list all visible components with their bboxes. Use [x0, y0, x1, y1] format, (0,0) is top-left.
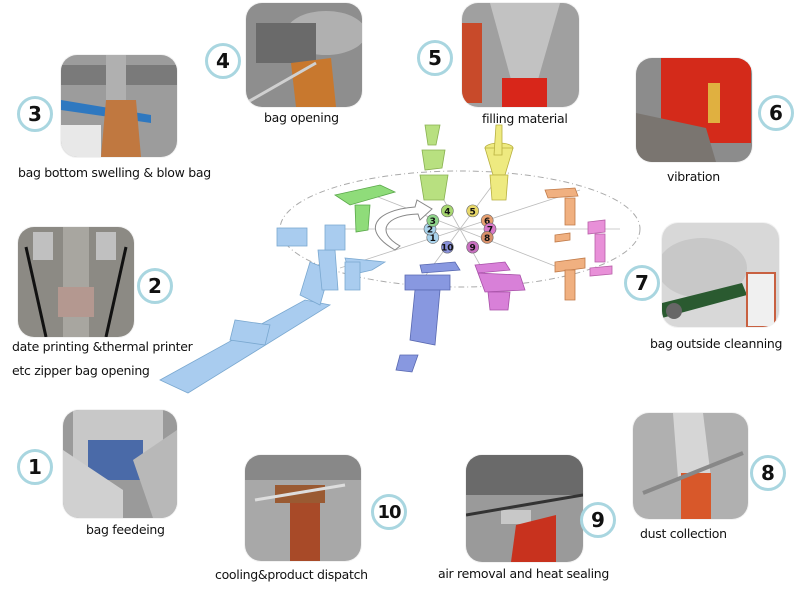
station-marker-4	[441, 204, 454, 218]
station-label-4: 4	[444, 207, 450, 217]
cooling-dispatch-photo-image	[245, 455, 361, 561]
step-10-caption: cooling&product dispatch	[215, 567, 368, 582]
step-2-badge: 2	[137, 268, 173, 304]
station-label-7: 7	[487, 226, 493, 236]
step-8-photo	[633, 413, 748, 519]
step-3-badge: 3	[17, 96, 53, 132]
bag-feeding-photo-image	[63, 410, 177, 518]
station-marker-3	[426, 214, 440, 227]
bag-opening-photo-image	[246, 3, 362, 107]
station-4-module	[419, 124, 449, 201]
step-7-photo	[662, 223, 779, 327]
step-3-caption: bag bottom swelling & blow bag	[18, 165, 211, 180]
station-marker-5	[466, 204, 479, 218]
step-7-badge: 7	[624, 265, 660, 301]
step-6-photo	[636, 58, 752, 162]
date-printing-photo-image	[18, 227, 134, 337]
filling-photo-image	[462, 3, 579, 107]
bag-feeder-module	[159, 224, 387, 394]
step-9-photo	[466, 455, 583, 562]
step-5-caption: filling material	[482, 111, 568, 126]
station-marker-9	[466, 240, 479, 254]
rotation-track	[279, 170, 641, 288]
vibration-photo-image	[636, 58, 752, 162]
station-label-6: 6	[484, 217, 490, 227]
step-10-badge: 10	[371, 494, 407, 530]
step-2-caption-line2: etc zipper bag opening	[12, 363, 150, 378]
dust-collection-photo-image	[633, 413, 748, 519]
station-label-9: 9	[470, 244, 476, 254]
step-5-photo	[462, 3, 579, 107]
station-label-2: 2	[427, 226, 433, 236]
station-5-module	[484, 124, 514, 201]
station-6-8-module	[544, 187, 586, 301]
station-label-1: 1	[430, 234, 436, 244]
station-label-8: 8	[484, 234, 490, 244]
step-1-caption: bag feedeing	[86, 522, 165, 537]
station-label-3: 3	[430, 217, 436, 227]
station-10-module	[395, 261, 461, 373]
step-4-photo	[246, 3, 362, 107]
step-2-caption: date printing &thermal printer	[12, 339, 193, 354]
step-10-photo	[245, 455, 361, 561]
station-9-module	[474, 261, 526, 311]
step-1-photo	[63, 410, 177, 518]
step-8-badge: 8	[750, 455, 786, 491]
station-3-module	[333, 184, 397, 233]
step-3-photo	[61, 55, 177, 157]
blow-bag-photo-image	[61, 55, 177, 157]
step-2-photo	[18, 227, 134, 337]
step-5-badge: 5	[417, 40, 453, 76]
step-6-badge: 6	[758, 95, 794, 131]
step-1-badge: 1	[17, 449, 53, 485]
station-marker-8	[480, 231, 494, 244]
bag-cleaning-photo-image	[662, 223, 779, 327]
step-4-caption: bag opening	[264, 110, 339, 125]
rotation-arrow-icon	[374, 199, 433, 251]
heat-sealing-photo-image	[466, 455, 583, 562]
step-8-caption: dust collection	[640, 526, 727, 541]
station-7-module	[587, 219, 613, 277]
step-9-badge: 9	[580, 502, 616, 538]
station-label-10: 10	[441, 244, 454, 254]
step-4-badge: 4	[205, 43, 241, 79]
station-marker-10	[441, 240, 454, 254]
station-label-5: 5	[470, 207, 476, 217]
step-9-caption: air removal and heat sealing	[438, 566, 610, 581]
step-7-caption: bag outside cleanning	[650, 336, 783, 351]
step-6-caption: vibration	[667, 169, 720, 184]
